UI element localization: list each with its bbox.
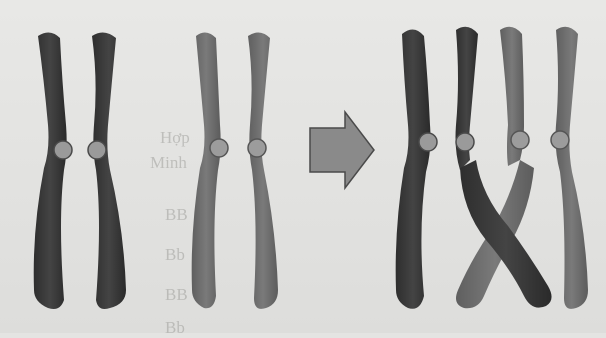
chromatid-dark-outer	[396, 29, 431, 308]
centromere-left	[54, 141, 72, 159]
centromere-dark-outer	[419, 133, 437, 151]
chromatid-left	[192, 32, 221, 308]
chromosome-light-1	[192, 32, 278, 308]
centromere-dark-inner	[456, 133, 474, 151]
chromatid-right	[248, 32, 278, 308]
centromere-light-inner	[511, 131, 529, 149]
centromere-right	[248, 139, 266, 157]
chromatid-light-outer	[556, 27, 589, 309]
centromere-light-outer	[551, 131, 569, 149]
right-arrow-icon	[310, 112, 374, 188]
centromere-right	[88, 141, 106, 159]
centromere-left	[210, 139, 228, 157]
chromatid-right	[92, 32, 126, 309]
chromatid-left	[34, 32, 67, 309]
chromosome-dark-1	[34, 32, 126, 309]
